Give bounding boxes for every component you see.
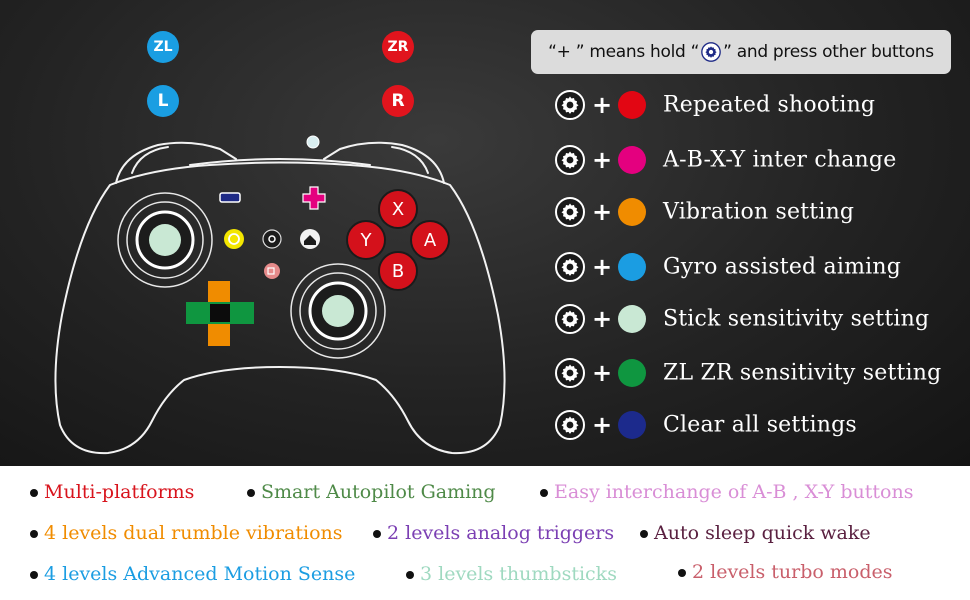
note-suffix: ” and press other buttons	[723, 42, 934, 62]
plus-sign: +	[592, 253, 613, 281]
button-color-swatch	[618, 91, 647, 119]
legend-item: + ZL ZR sensitivity setting	[555, 356, 955, 390]
bullet-icon	[373, 529, 381, 538]
bullet-icon	[540, 488, 548, 497]
hold-instruction-note: “+ ” means hold “ ” and press other butt…	[531, 30, 951, 74]
bullet-icon	[247, 488, 255, 497]
feature-label: 2 levels turbo modes	[692, 561, 893, 583]
legend-label: A-B-X-Y inter change	[663, 147, 897, 173]
legend-label: Repeated shooting	[663, 92, 876, 118]
legend-item: + Clear all settings	[555, 408, 955, 442]
feature-item: 4 levels Advanced Motion Sense	[30, 563, 355, 585]
zr-button-icon: ZR	[382, 31, 414, 63]
feature-item: 4 levels dual rumble vibrations	[30, 522, 343, 544]
bullet-icon	[30, 570, 38, 579]
feature-item: Multi-platforms	[30, 481, 194, 503]
feature-item: Smart Autopilot Gaming	[247, 481, 496, 503]
y-button-icon: Y	[346, 220, 386, 260]
plus-sign: +	[592, 146, 613, 174]
legend-label: ZL ZR sensitivity setting	[663, 360, 942, 386]
button-color-swatch	[618, 253, 647, 281]
legend-item: + Vibration setting	[555, 195, 955, 229]
feature-label: Auto sleep quick wake	[654, 522, 871, 544]
bullet-icon	[30, 488, 38, 497]
feature-label: Easy interchange of A-B , X-Y buttons	[554, 481, 914, 503]
zl-button-icon: ZL	[147, 31, 179, 63]
legend-label: Stick sensitivity setting	[663, 306, 930, 332]
button-color-swatch	[618, 198, 647, 226]
note-prefix: “+ ” means hold “	[548, 42, 700, 62]
plus-sign: +	[592, 198, 613, 226]
controller-panel: ZL L ZR R	[0, 0, 970, 466]
feature-item: 2 levels turbo modes	[678, 561, 893, 583]
feature-label: 4 levels Advanced Motion Sense	[44, 563, 356, 585]
gear-icon	[555, 145, 585, 175]
feature-label: Multi-platforms	[44, 481, 195, 503]
gear-icon	[555, 252, 585, 282]
feature-item: Auto sleep quick wake	[640, 522, 871, 544]
legend-item: + Gyro assisted aiming	[555, 250, 955, 284]
button-color-swatch	[618, 359, 647, 387]
button-color-swatch	[618, 146, 647, 174]
legend-item: + A-B-X-Y inter change	[555, 143, 955, 177]
bullet-icon	[640, 529, 648, 538]
l-button-icon: L	[147, 85, 179, 117]
feature-item: 3 levels thumbsticks	[406, 563, 617, 585]
plus-sign: +	[592, 411, 613, 439]
gear-icon	[555, 197, 585, 227]
x-button-icon: X	[378, 189, 418, 229]
legend-item: + Stick sensitivity setting	[555, 302, 955, 336]
a-button-icon: A	[410, 220, 450, 260]
feature-label: 2 levels analog triggers	[387, 522, 615, 544]
gear-icon	[555, 358, 585, 388]
plus-sign: +	[592, 305, 613, 333]
legend-item: + Repeated shooting	[555, 88, 955, 122]
bullet-icon	[406, 570, 414, 579]
plus-sign: +	[592, 359, 613, 387]
legend-label: Gyro assisted aiming	[663, 254, 902, 280]
gear-icon	[701, 42, 721, 62]
feature-label: 3 levels thumbsticks	[420, 563, 617, 585]
bullet-icon	[678, 568, 686, 577]
controller-outline	[54, 135, 506, 455]
feature-item: Easy interchange of A-B , X-Y buttons	[540, 481, 913, 503]
bullet-icon	[30, 529, 38, 538]
feature-label: Smart Autopilot Gaming	[261, 481, 496, 503]
b-button-icon: B	[378, 251, 418, 291]
gear-icon	[555, 304, 585, 334]
button-color-swatch	[618, 411, 647, 439]
r-button-icon: R	[382, 85, 414, 117]
plus-sign: +	[592, 91, 613, 119]
gear-icon	[555, 410, 585, 440]
gear-icon	[555, 90, 585, 120]
legend-label: Clear all settings	[663, 412, 857, 438]
feature-label: 4 levels dual rumble vibrations	[44, 522, 343, 544]
legend-label: Vibration setting	[663, 199, 855, 225]
button-color-swatch	[618, 305, 647, 333]
features-panel: Multi-platforms Smart Autopilot Gaming Eas…	[0, 466, 970, 600]
feature-item: 2 levels analog triggers	[373, 522, 614, 544]
